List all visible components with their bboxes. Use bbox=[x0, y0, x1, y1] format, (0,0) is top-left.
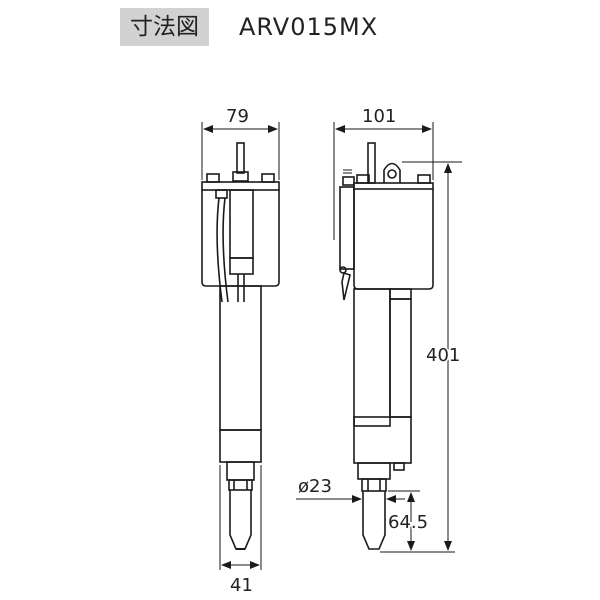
dim-side-width: 101 bbox=[362, 106, 396, 127]
dim-nozzle-width: 41 bbox=[230, 575, 253, 596]
dim-nozzle-diameter: ø23 bbox=[298, 476, 332, 497]
dim-front-width: 79 bbox=[226, 106, 249, 127]
model-name: ARV015MX bbox=[239, 13, 379, 41]
drawing-type-label: 寸法図 bbox=[120, 8, 209, 46]
side-view bbox=[296, 122, 462, 553]
dim-nozzle-length: 64.5 bbox=[388, 512, 428, 533]
front-view bbox=[201, 122, 280, 570]
title-bar: 寸法図 ARV015MX bbox=[120, 8, 378, 46]
dim-overall-height: 401 bbox=[426, 345, 460, 366]
